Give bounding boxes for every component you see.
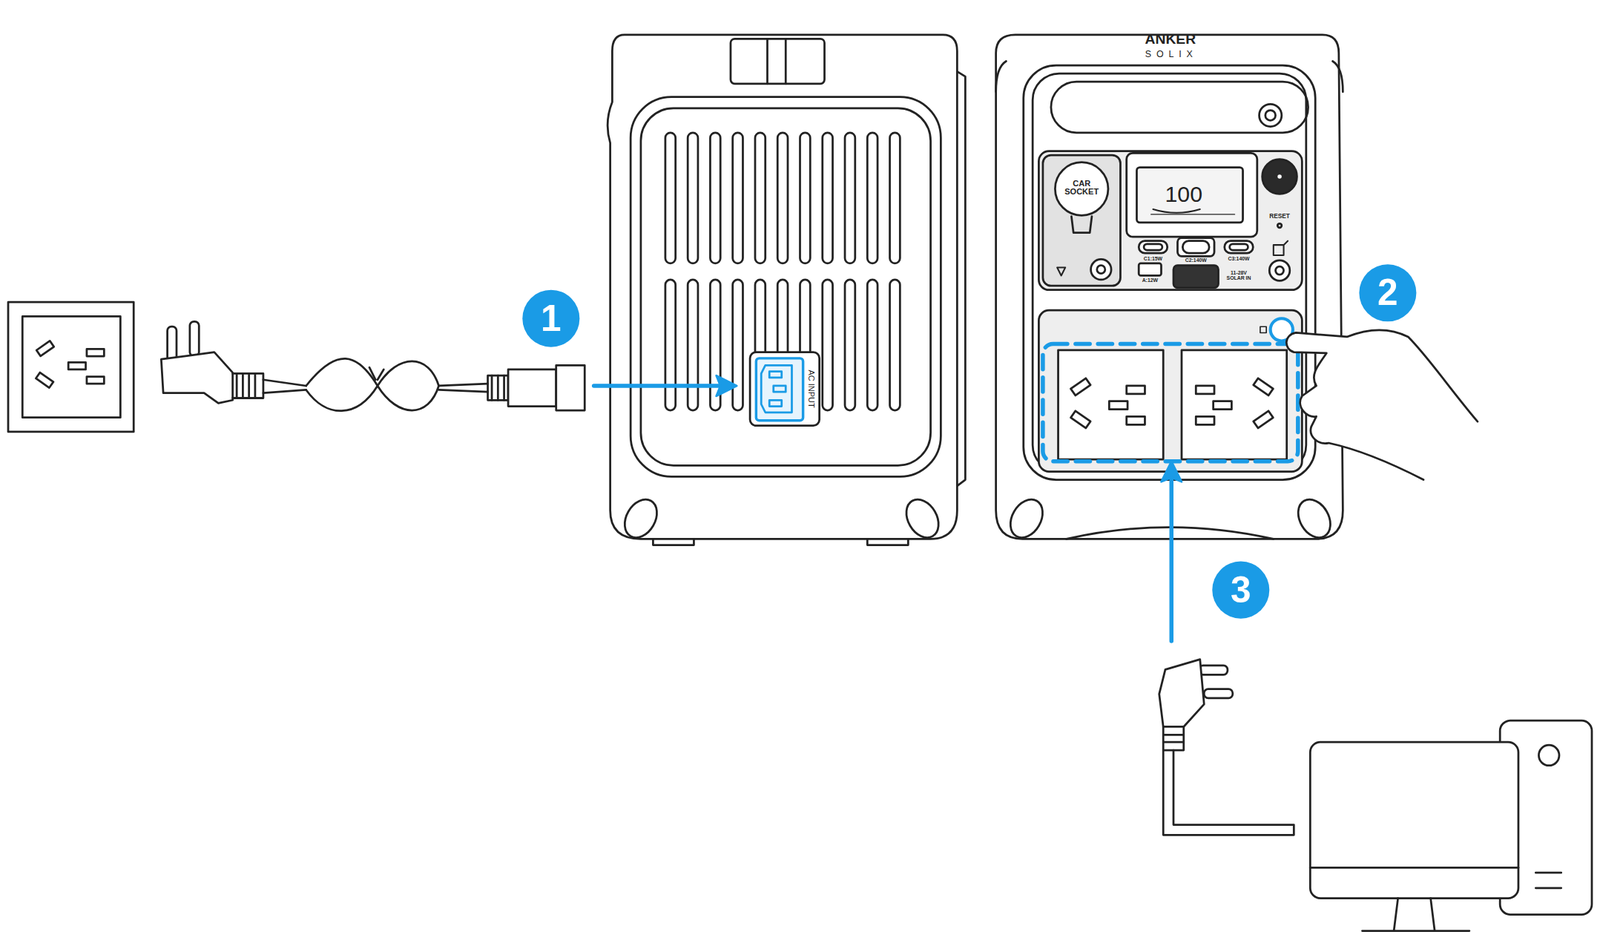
- power-cord: [160, 321, 585, 411]
- callout-number: 1: [540, 298, 562, 338]
- callout-number: 3: [1230, 570, 1252, 609]
- callout-circle: [522, 264, 1417, 618]
- port-label: C2:140W: [1185, 257, 1207, 263]
- port-label: C1:15W: [1143, 256, 1163, 262]
- brand-name: SOLIX: [1145, 50, 1198, 61]
- callout-number: 2: [1377, 273, 1399, 313]
- port-label: CAR SOCKET: [1064, 180, 1100, 198]
- port-label: C3:140W: [1227, 256, 1250, 262]
- blue-arrow: [594, 375, 1182, 641]
- port-label: A:12W: [1142, 278, 1158, 284]
- display-reading: 100: [1164, 181, 1203, 206]
- brand-name: ANKER: [1145, 31, 1196, 46]
- power-station-back: [607, 34, 966, 546]
- wall-outlet: [8, 301, 134, 432]
- desktop-computer: [1309, 720, 1592, 931]
- device-plug: [1159, 659, 1295, 836]
- port-label: 11-28V SOLAR IN: [1223, 270, 1254, 281]
- hand: [1286, 330, 1478, 480]
- power-station-front: [996, 34, 1344, 544]
- port-label: AC INPUT: [805, 369, 815, 408]
- button-label: RESET: [1269, 212, 1290, 220]
